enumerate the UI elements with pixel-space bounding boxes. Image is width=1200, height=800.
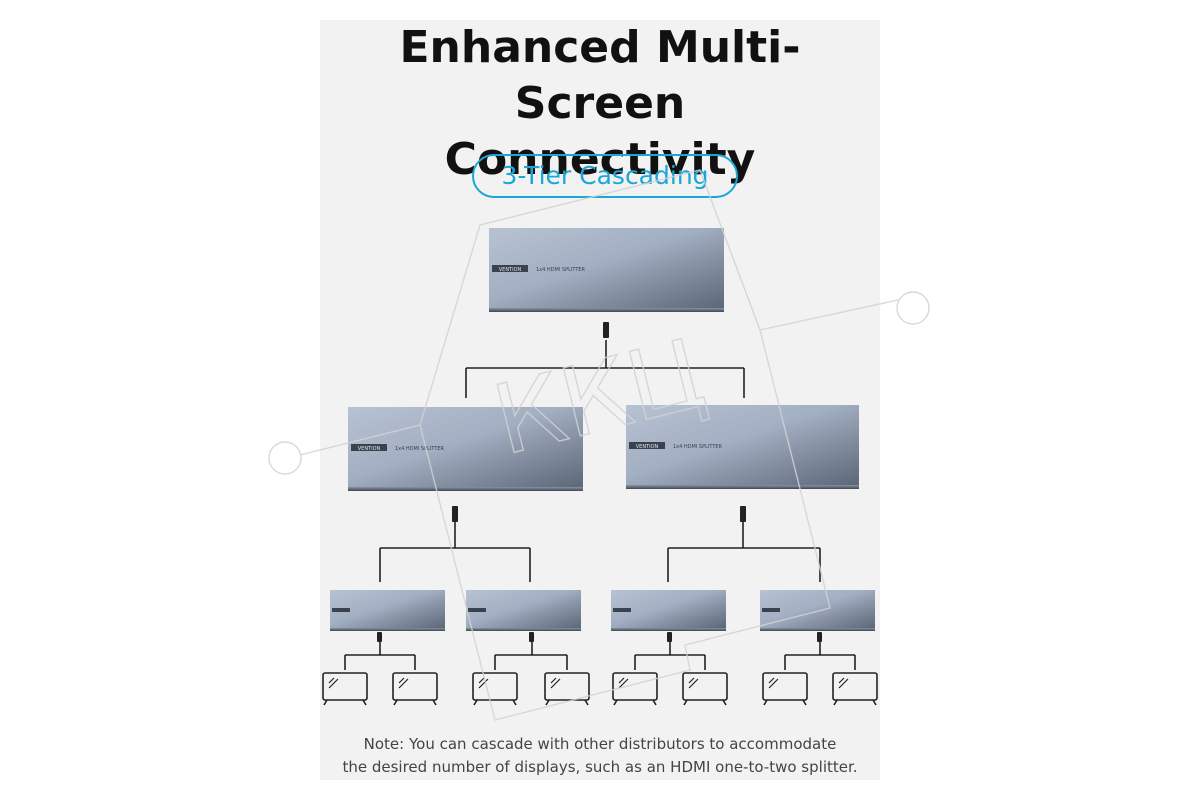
display-icon [472,672,518,706]
splitter-tier2-right-brand: VENTION [636,444,659,450]
splitter-tier3-1 [330,590,445,631]
connector-tier1 [465,340,745,398]
connector-tier2-left [379,520,531,582]
display-icon [322,672,368,706]
splitter-tier3-4 [760,590,875,631]
display-icon [762,672,808,706]
splitter-tier2-right: VENTION 1x4 HDMI SPLITTER [626,405,859,489]
connector-tier3-1 [344,640,416,670]
splitter-tier1-model: 1x4 HDMI SPLITTER [536,267,586,273]
display-row [322,672,878,706]
splitter-tier2-left: VENTION 1x4 HDMI SPLITTER [348,407,583,491]
splitter-tier3-3 [611,590,726,631]
connector-tier3-3 [634,640,706,670]
splitter-tier1-brand: VENTION [499,267,522,273]
display-icon [682,672,728,706]
display-icon [612,672,658,706]
splitter-tier1: VENTION 1x4 HDMI SPLITTER [489,228,724,312]
display-icon [544,672,590,706]
display-icon [832,672,878,706]
display-icon [392,672,438,706]
footnote-line-2: the desired number of displays, such as … [342,758,858,776]
footnote-line-1: Note: You can cascade with other distrib… [363,735,837,753]
footnote: Note: You can cascade with other distrib… [320,733,880,779]
splitter-tier2-right-model: 1x4 HDMI SPLITTER [673,444,723,450]
title-line-1: Enhanced Multi-Screen [399,22,801,129]
splitter-tier3-2 [466,590,581,631]
splitter-tier2-left-model: 1x4 HDMI SPLITTER [395,446,445,452]
connector-tier3-2 [494,640,568,670]
connector-tier2-right [667,520,821,582]
splitter-tier2-left-brand: VENTION [358,446,381,452]
connector-tier3-4 [784,640,856,670]
